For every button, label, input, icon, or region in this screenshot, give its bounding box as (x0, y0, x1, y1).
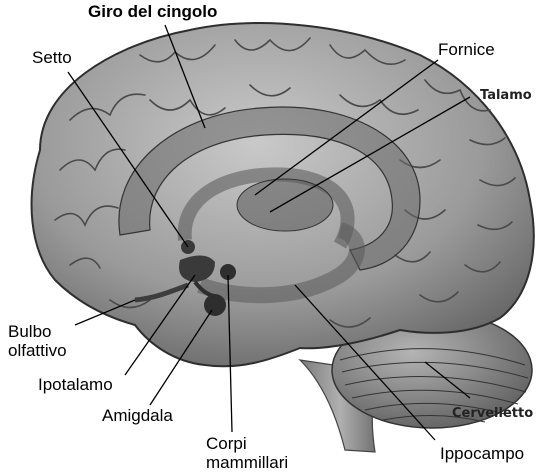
leader-fornix (254, 59, 439, 196)
mammillary-body (220, 264, 236, 280)
leader-lines (67, 24, 471, 441)
amygdala-shape (204, 294, 226, 316)
label-septum: Setto (32, 48, 72, 67)
hypothalamus-shape (179, 255, 215, 282)
fornix-arc (177, 167, 355, 249)
label-thalamus: Talamo (480, 88, 532, 103)
label-mammillary-bodies: Corpi mammillari (206, 434, 288, 472)
label-olfactory-bulb-line1: Bulbo (8, 322, 52, 341)
leader-septum (67, 71, 189, 248)
leader-cerebellum (424, 361, 471, 399)
label-cingulate-gyrus: Giro del cingolo (88, 2, 218, 21)
label-mammillary-line2: mammillari (206, 453, 289, 472)
label-mammillary-line1: Corpi (206, 434, 247, 453)
leader-amygdala (149, 309, 213, 406)
label-olfactory-bulb-line2: olfattivo (8, 341, 67, 360)
label-cerebellum: Cervelletto (452, 406, 534, 421)
cerebellum-shape (331, 311, 533, 429)
olfactory-tract (134, 282, 189, 303)
label-fornix: Fornice (438, 40, 495, 59)
label-amygdala: Amigdala (102, 406, 173, 425)
label-olfactory-bulb: Bulbo olfattivo (8, 322, 67, 360)
leader-olfactory (74, 299, 136, 326)
leader-mammillary (227, 274, 233, 433)
leader-thalamus (269, 96, 471, 213)
leader-hippocampus (294, 284, 436, 441)
label-hypothalamus: Ipotalamo (38, 375, 113, 394)
cingulate-band (118, 106, 421, 271)
label-hippocampus: Ippocampo (440, 444, 525, 463)
thalamus-shape (236, 178, 334, 232)
leader-cingulate (164, 24, 206, 129)
hippocampus-band (197, 222, 365, 304)
leader-hypothalamus (124, 274, 196, 376)
